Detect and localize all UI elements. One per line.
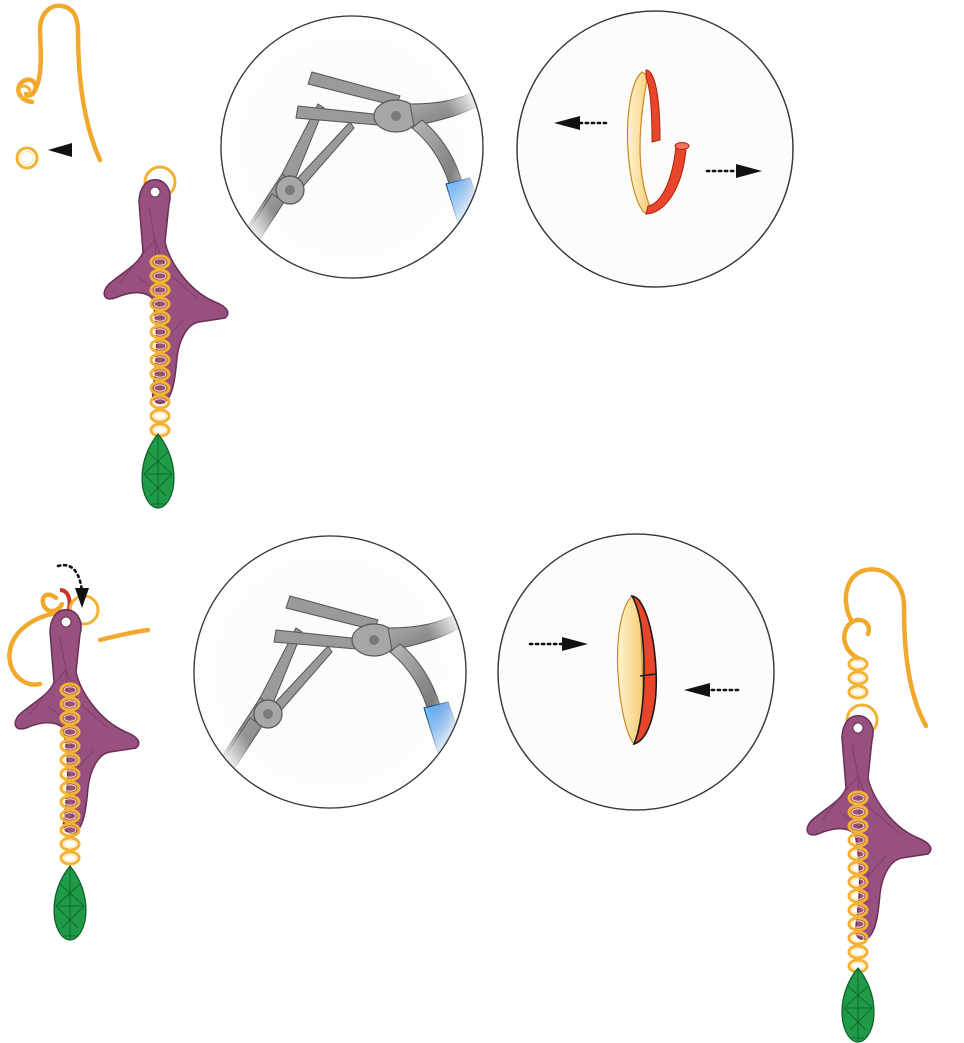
- finished-earring: [807, 569, 931, 1042]
- jump-ring-icon: [17, 148, 37, 168]
- ear-wire-icon: [18, 6, 100, 160]
- chain: [849, 658, 867, 698]
- arrow-left-icon: [48, 143, 72, 157]
- step-1: [17, 6, 793, 508]
- ring-open-view: [517, 11, 793, 287]
- pliers-icon: [194, 536, 508, 808]
- charm-assembly-with-wire: [9, 565, 148, 940]
- step-2: [9, 534, 774, 940]
- crystal-drop: [842, 968, 874, 1042]
- pliers-open-view: [220, 16, 530, 282]
- pliers-close-view: [194, 536, 508, 808]
- crystal-drop: [142, 434, 174, 508]
- crystal-drop: [54, 866, 86, 940]
- charm-assembly: [104, 167, 228, 508]
- ring-close-view: [498, 534, 774, 810]
